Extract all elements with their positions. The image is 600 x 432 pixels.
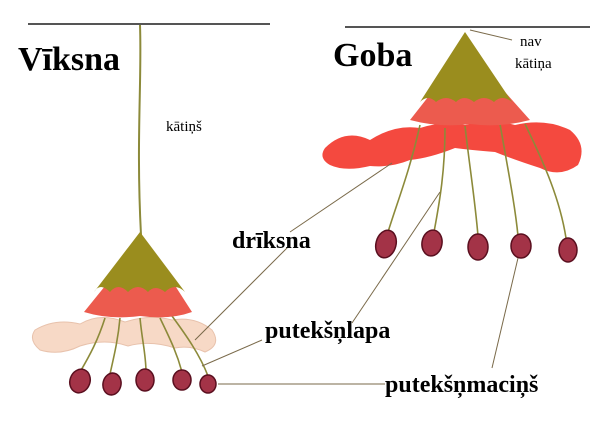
leader-driksna-right	[289, 162, 393, 233]
right-anther-4	[510, 233, 532, 259]
right-filaments	[387, 123, 567, 239]
leader-macins-right	[491, 257, 519, 369]
left-flower	[31, 24, 217, 396]
left-anther-2	[102, 372, 122, 396]
left-anther-3	[135, 368, 155, 392]
right-anther-2	[421, 229, 443, 257]
label-puteksnlapa: putekšņlapa	[265, 318, 390, 345]
label-nav-line1: nav	[520, 34, 542, 50]
right-anther-1	[374, 229, 398, 259]
label-puteksnmacins: putekšņmaciņš	[385, 372, 538, 399]
left-pale-tepals	[31, 316, 217, 353]
right-anthers	[374, 229, 578, 263]
left-anther-1	[68, 368, 92, 394]
leader-driksna-left	[194, 244, 291, 341]
right-anther-3	[467, 233, 489, 261]
title-right: Goba	[333, 37, 412, 74]
right-red-tepals	[322, 121, 582, 173]
left-perianth-olive	[94, 232, 185, 292]
right-perianth-salmon	[410, 92, 530, 126]
left-anther-5	[199, 374, 217, 394]
leader-lapa-right	[351, 191, 441, 324]
left-filaments	[79, 315, 209, 377]
right-perianth-olive	[420, 32, 512, 102]
left-pedicel	[137, 24, 142, 236]
label-katins: kātiņš	[166, 119, 202, 135]
leader-nav	[469, 29, 513, 41]
right-flower	[322, 32, 582, 263]
leader-lapa-left	[201, 339, 263, 367]
right-anther-5	[558, 237, 578, 263]
left-anthers	[68, 368, 217, 396]
label-nav-line2: kātiņa	[515, 56, 552, 72]
left-anther-4	[172, 369, 192, 391]
leader-lines	[194, 29, 519, 385]
title-left: Vīksna	[18, 41, 120, 78]
label-driksna: drīksna	[232, 228, 311, 254]
